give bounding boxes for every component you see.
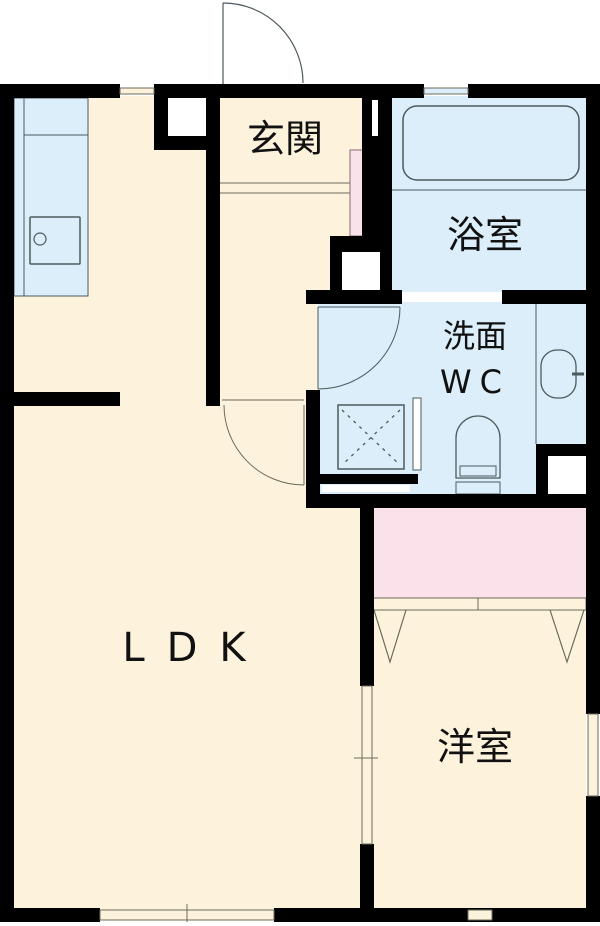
washroom-door xyxy=(317,306,401,390)
room-label-entrance: 玄関 xyxy=(246,117,323,161)
windows xyxy=(99,87,599,922)
room-label-toilet: WC xyxy=(440,363,510,401)
room-label-washroom: 洗面 xyxy=(442,317,507,355)
closet xyxy=(371,508,587,665)
kitchen-counter xyxy=(13,97,89,297)
room-label-ldk: LDK xyxy=(122,625,268,671)
entrance-door xyxy=(222,2,304,86)
washing-machine-pan xyxy=(337,397,422,471)
hallway-door xyxy=(222,399,305,486)
bathtub xyxy=(392,105,586,191)
room-label-western-room: 洋室 xyxy=(436,725,513,769)
wash-basin xyxy=(535,302,584,444)
kitchen-sink xyxy=(29,216,81,265)
floor-bathroom xyxy=(392,96,586,292)
room-label-bathroom: 浴室 xyxy=(446,213,523,257)
